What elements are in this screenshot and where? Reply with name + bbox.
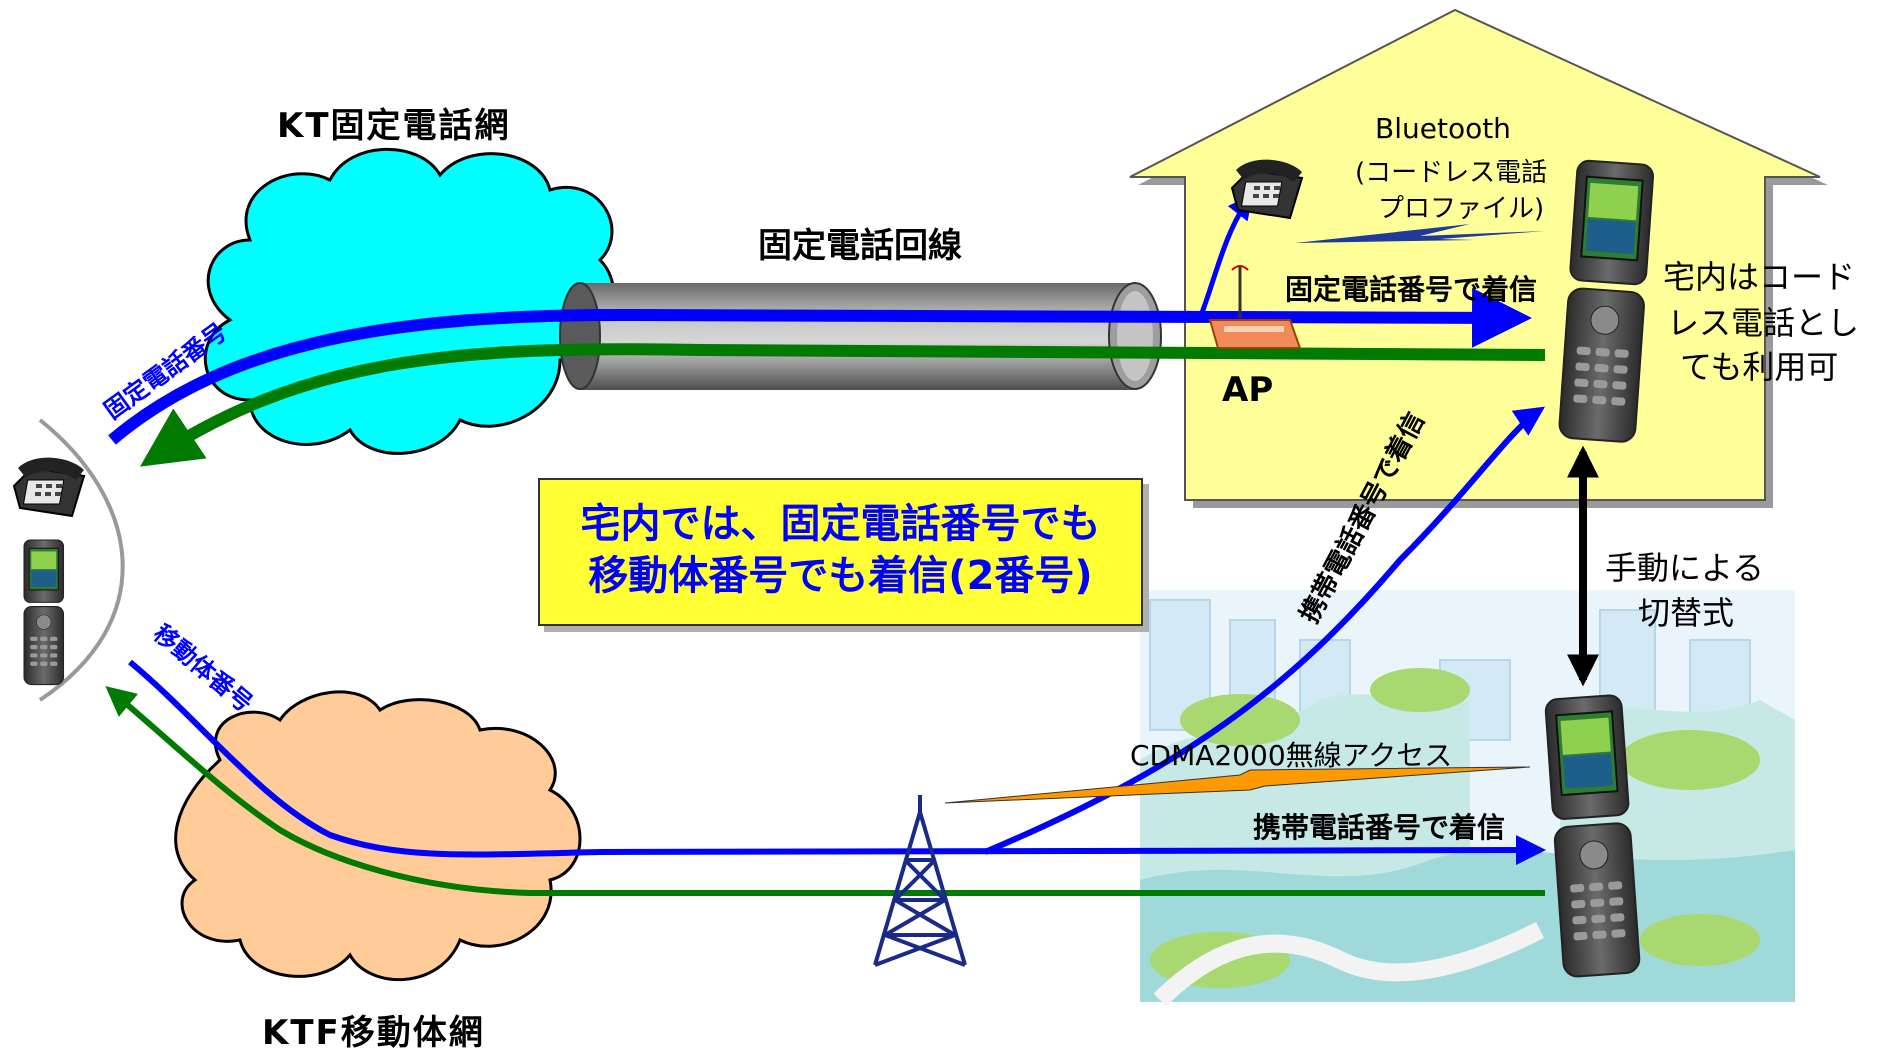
switch-note-line-2: 切替式 [1638,594,1735,632]
home-house [1129,8,1828,508]
user-arc [38,418,125,702]
home-note-line-1: 宅内はコード [1663,258,1856,296]
telephone-icon [13,456,85,517]
recv-mobile-label: 携帯電話番号で着信 [1253,811,1506,844]
return-line-fixed [140,343,1546,467]
fixed-line-pipe [559,282,1162,390]
wireless-ap-icon [1208,265,1302,349]
ktf-mobile-net-label: KTF移動体網 [262,1013,485,1053]
signal-line-fixed [108,287,1532,445]
lightning-bolt-icon [1295,224,1545,243]
kt-fixed-net-label: KT固定電話網 [277,106,511,146]
kt-fixed-cloud [203,147,616,455]
home-note-line-2: レス電話とし [1667,304,1860,342]
bt-profile-label-2: プロファイル) [1378,194,1545,224]
callout-note: 宅内では、固定電話番号でも 移動体番号でも着信(2番号) [538,478,1143,626]
lightning-bolt-icon [944,766,1531,804]
city-scene-icon [1140,590,1795,1007]
bluetooth-label: Bluetooth [1375,112,1511,145]
return-line-mobile [105,686,1545,896]
bt-profile-label-1: (コードレス電話 [1355,158,1548,188]
home-note-line-3: ても利用可 [1680,348,1839,386]
telephone-icon [1231,158,1303,219]
fixed-line-label: 固定電話回線 [758,226,962,266]
signal-line-mobile [128,659,1546,866]
callout-line-2: 移動体番号でも着信(2番号) [588,553,1093,599]
switch-note-line-1: 手動による [1605,549,1765,587]
cdma-label: CDMA2000無線アクセス [1130,739,1453,772]
ap-label: AP [1222,370,1274,410]
mobile-number-label: 移動体番号 [148,619,258,718]
recv-fixed-label: 固定電話番号で着信 [1285,273,1538,306]
callout-line-1: 宅内では、固定電話番号でも [580,501,1101,547]
cell-tower-icon [873,795,967,967]
ktf-mobile-cloud [174,690,582,982]
mobile-phone-icon [23,539,65,686]
